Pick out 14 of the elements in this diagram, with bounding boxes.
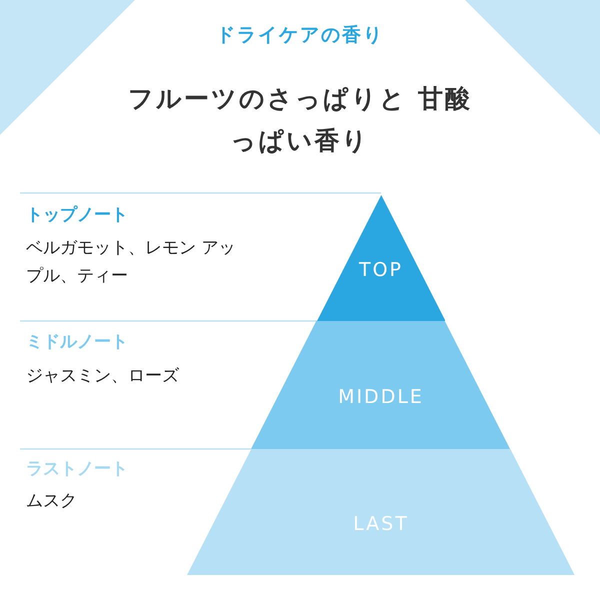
note-heading: トップノート [26, 204, 129, 226]
ingredient-list: ジャスミン、ローズ [26, 362, 246, 390]
pyramid-band [251, 321, 511, 449]
title: ドライケアの香り [215, 23, 385, 48]
ingredient-list: ムスク [26, 487, 246, 515]
note-heading: ラストノート [26, 458, 129, 480]
band-label: TOP [358, 258, 404, 281]
band-label: LAST [352, 512, 410, 535]
band-label: MIDDLE [337, 386, 425, 408]
note-heading: ミドルノート [26, 331, 129, 353]
pyramid-triangle [316, 195, 446, 321]
headline: フルーツのさっぱりと 甘酸っぱい香り [127, 83, 473, 157]
ingredient-list: ベルガモット、レモン アップル、ティー [26, 234, 246, 290]
pyramid-band [187, 449, 575, 575]
